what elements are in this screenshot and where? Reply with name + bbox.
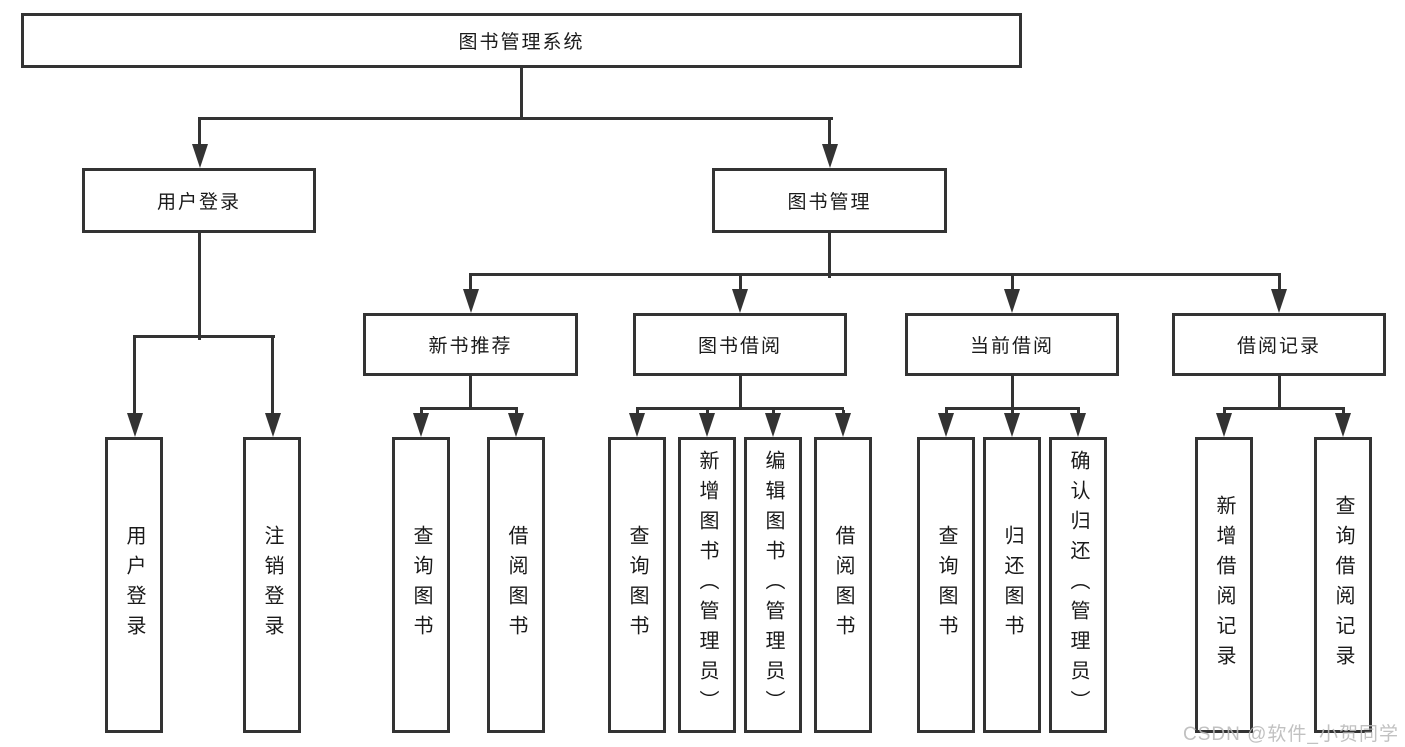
arrow-down-icon — [699, 413, 715, 437]
node-leaf-query-borrow-record-label: 查询借阅记录 — [1332, 495, 1354, 675]
arrow-down-icon — [1271, 289, 1287, 313]
connector-line — [1278, 376, 1281, 410]
connector-line — [469, 376, 472, 410]
connector-line — [469, 276, 472, 291]
node-leaf-query-books-1: 查询图书 — [392, 437, 450, 733]
node-leaf-add-borrow-record: 新增借阅记录 — [1195, 437, 1253, 733]
connector-line — [1223, 407, 1345, 410]
node-leaf-user-login: 用户登录 — [105, 437, 163, 733]
connector-line — [469, 273, 1281, 276]
node-book-borrowing-label: 图书借阅 — [697, 336, 782, 357]
arrow-down-icon — [413, 413, 429, 437]
arrow-down-icon — [732, 289, 748, 313]
node-new-book-recommend-label: 新书推荐 — [428, 336, 513, 357]
arrow-down-icon — [265, 413, 281, 437]
node-leaf-query-books-3: 查询图书 — [917, 437, 975, 733]
node-leaf-query-books-3-label: 查询图书 — [935, 525, 957, 645]
watermark: CSDN @软件_小贺同学 — [1183, 724, 1399, 745]
node-leaf-confirm-return-admin: 确认归还（管理员） — [1049, 437, 1107, 733]
node-leaf-borrow-books-2-label: 借阅图书 — [832, 525, 854, 645]
arrow-down-icon — [822, 144, 838, 168]
arrow-down-icon — [1216, 413, 1232, 437]
arrow-down-icon — [835, 413, 851, 437]
connector-line — [945, 407, 1080, 410]
node-leaf-edit-books-admin: 编辑图书（管理员） — [744, 437, 802, 733]
node-leaf-logout: 注销登录 — [243, 437, 301, 733]
connector-line — [133, 335, 275, 338]
node-leaf-query-books-2: 查询图书 — [608, 437, 666, 733]
node-leaf-borrow-books-1-label: 借阅图书 — [505, 525, 527, 645]
node-leaf-add-borrow-record-label: 新增借阅记录 — [1213, 495, 1235, 675]
node-new-book-recommend: 新书推荐 — [363, 313, 578, 376]
arrow-down-icon — [629, 413, 645, 437]
arrow-down-icon — [1070, 413, 1086, 437]
arrow-down-icon — [508, 413, 524, 437]
node-user-login-label: 用户登录 — [156, 192, 241, 213]
connector-line — [739, 276, 742, 291]
connector-line — [520, 68, 523, 120]
arrow-down-icon — [1004, 413, 1020, 437]
node-book-borrowing: 图书借阅 — [633, 313, 847, 376]
connector-line — [198, 120, 201, 148]
arrow-down-icon — [938, 413, 954, 437]
arrow-down-icon — [192, 144, 208, 168]
connector-line — [198, 117, 833, 120]
node-leaf-borrow-books-2: 借阅图书 — [814, 437, 872, 733]
node-current-borrowing: 当前借阅 — [905, 313, 1119, 376]
connector-line — [1011, 376, 1014, 410]
connector-line — [420, 407, 518, 410]
node-current-borrowing-label: 当前借阅 — [969, 336, 1054, 357]
node-leaf-confirm-return-admin-label: 确认归还（管理员） — [1067, 450, 1089, 720]
arrow-down-icon — [1335, 413, 1351, 437]
node-leaf-add-books-admin: 新增图书（管理员） — [678, 437, 736, 733]
connector-line — [1278, 276, 1281, 291]
node-user-login: 用户登录 — [82, 168, 316, 233]
node-leaf-query-books-1-label: 查询图书 — [410, 525, 432, 645]
arrow-down-icon — [463, 289, 479, 313]
connector-line — [828, 233, 831, 278]
node-leaf-borrow-books-1: 借阅图书 — [487, 437, 545, 733]
node-leaf-query-borrow-record: 查询借阅记录 — [1314, 437, 1372, 733]
connector-line — [198, 233, 201, 340]
node-book-management-label: 图书管理 — [787, 192, 872, 213]
connector-line — [133, 338, 136, 415]
node-borrowing-records: 借阅记录 — [1172, 313, 1386, 376]
node-book-management-system: 图书管理系统 — [21, 13, 1022, 68]
node-leaf-return-books-label: 归还图书 — [1001, 525, 1023, 645]
node-leaf-logout-label: 注销登录 — [261, 525, 283, 645]
arrow-down-icon — [1004, 289, 1020, 313]
node-leaf-add-books-admin-label: 新增图书（管理员） — [696, 450, 718, 720]
node-leaf-user-login-label: 用户登录 — [123, 525, 145, 645]
node-book-management: 图书管理 — [712, 168, 947, 233]
node-borrowing-records-label: 借阅记录 — [1236, 336, 1321, 357]
connector-line — [1011, 276, 1014, 291]
node-leaf-edit-books-admin-label: 编辑图书（管理员） — [762, 450, 784, 720]
arrow-down-icon — [765, 413, 781, 437]
node-leaf-query-books-2-label: 查询图书 — [626, 525, 648, 645]
connector-line — [739, 376, 742, 410]
node-book-management-system-label: 图书管理系统 — [458, 32, 585, 53]
connector-line — [271, 338, 274, 415]
arrow-down-icon — [127, 413, 143, 437]
connector-line — [828, 120, 831, 148]
node-leaf-return-books: 归还图书 — [983, 437, 1041, 733]
connector-line — [636, 407, 844, 410]
